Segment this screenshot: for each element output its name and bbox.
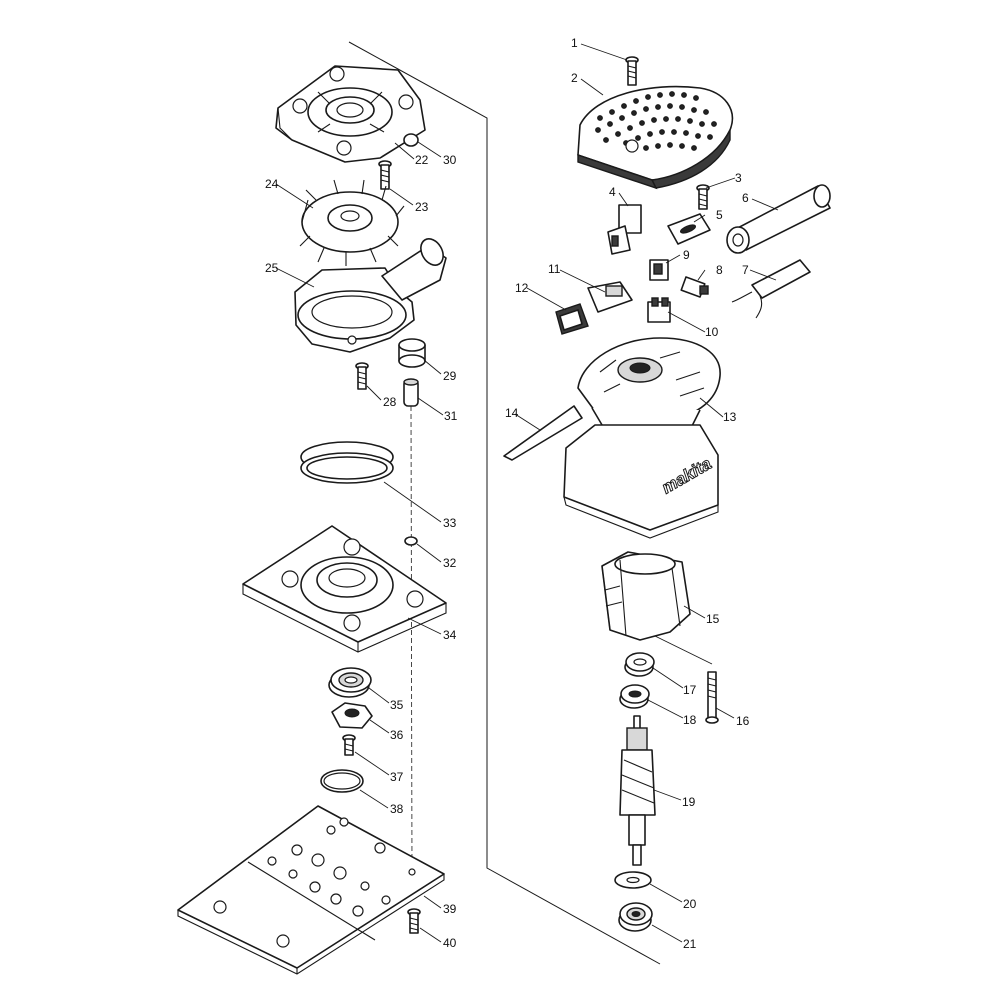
part-2-top-cover [577,85,734,190]
part-23-screw [378,160,392,190]
callout-1: 1 [571,36,578,50]
callout-15: 15 [706,612,720,626]
leader-lines [275,43,779,943]
callout-30: 30 [443,153,457,167]
callout-22: 22 [415,153,429,167]
callout-38: 38 [390,802,404,816]
callout-35: 35 [390,698,404,712]
part-30-o-ring [403,133,419,147]
callout-16: 16 [736,714,750,728]
callout-6: 6 [742,191,749,205]
part-15-field [601,551,691,641]
part-32-clip [404,536,418,546]
part-31-bushing [403,378,419,407]
part-9-switch-part [649,259,669,281]
part-33-rubber-ring [300,441,394,484]
callout-11: 11 [548,262,561,276]
part-24-fan [299,179,405,266]
callout-29: 29 [443,369,457,383]
callout-18: 18 [683,713,697,727]
callout-37: 37 [390,770,404,784]
callout-28: 28 [383,395,397,409]
part-37-screw [342,734,356,756]
part-7-cable [731,259,811,319]
callout-3: 3 [735,171,742,185]
callout-36: 36 [390,728,404,742]
part-22-top-housing [275,65,426,163]
part-36-eccentric [331,702,373,729]
part-6-handle-grip [726,184,831,254]
part-4-brush-holder [607,204,642,255]
callout-labels: 1 2 3 4 5 6 7 8 9 10 11 12 13 14 15 16 1… [265,36,750,951]
callout-9: 9 [683,248,690,262]
part-21-bearing [618,902,653,932]
callout-14: 14 [505,406,519,420]
part-25-dust-shroud [294,238,447,353]
callout-39: 39 [443,902,457,916]
part-39-pad [177,805,445,975]
part-13-motor-housing: makita [563,337,721,539]
part-14-nameplate [503,405,583,461]
part-20-washer [614,871,652,889]
part-38-o-ring [320,769,364,793]
callout-4: 4 [609,185,616,199]
part-3-screw [696,184,710,210]
part-18-bearing [619,684,650,709]
callout-34: 34 [443,628,457,642]
callout-31: 31 [444,409,458,423]
part-1-screw [625,56,639,86]
callout-17: 17 [683,683,697,697]
callout-24: 24 [265,177,279,191]
part-17-bearing [624,652,655,677]
callout-23: 23 [415,200,429,214]
part-34-base-plate [242,525,447,653]
callout-33: 33 [443,516,457,530]
callout-19: 19 [682,795,696,809]
callout-5: 5 [716,208,723,222]
callout-13: 13 [723,410,737,424]
part-29-spacer [398,338,426,368]
part-16-long-screw [705,671,719,724]
callout-21: 21 [683,937,697,951]
part-5-insulator [667,213,711,245]
callout-10: 10 [705,325,719,339]
part-10-terminal [647,297,671,323]
callout-20: 20 [683,897,697,911]
callout-25: 25 [265,261,279,275]
divider-frame-line [348,41,661,965]
part-40-screw [407,908,421,934]
callout-2: 2 [571,71,578,85]
part-28-screw [355,362,369,390]
callout-12: 12 [515,281,529,295]
part-35-bearing [328,667,372,698]
callout-32: 32 [443,556,457,570]
assembly-axis-left [410,405,413,873]
callout-8: 8 [716,263,723,277]
callout-7: 7 [742,263,749,277]
part-12-switch-lever [555,303,589,335]
callout-40: 40 [443,936,457,950]
part-19-armature [619,715,656,866]
part-8-plug [680,276,709,298]
